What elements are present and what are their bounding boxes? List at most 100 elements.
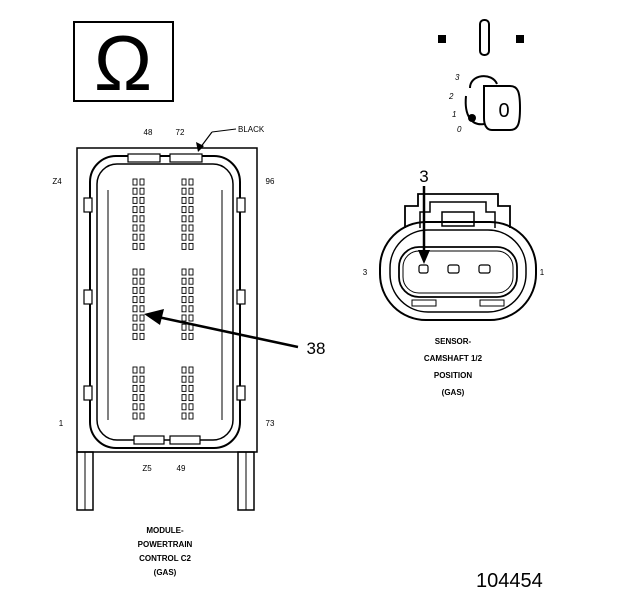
key-position-1: 1 — [452, 110, 456, 119]
sensor-caption-line-1: SENSOR- — [435, 337, 472, 346]
pin-cavity — [132, 314, 138, 322]
pin-cavity — [139, 375, 145, 383]
pin-cavity — [139, 412, 145, 420]
pin-cavity — [188, 224, 194, 232]
pin-cavity — [132, 366, 138, 374]
pin-cavity — [181, 286, 187, 294]
pin-callout-38: 38 — [307, 339, 326, 358]
pin-cavity — [181, 277, 187, 285]
sensor-side-label-3: 3 — [363, 268, 368, 277]
pin-cavity — [132, 196, 138, 204]
pin-cavity — [139, 286, 145, 294]
caption-line-1: MODULE- — [146, 526, 184, 535]
pin-cavity — [132, 268, 138, 276]
pin-cavity — [188, 375, 194, 383]
pcm-connector-caption: MODULE- POWERTRAIN CONTROL C2 (GAS) — [138, 526, 193, 577]
sensor-caption-line-2: CAMSHAFT 1/2 — [424, 354, 483, 363]
caption-line-4: (GAS) — [154, 568, 177, 577]
pcm-connector: BLACK 48 72 Z4 96 1 73 Z5 49 38 MODULE- … — [52, 125, 325, 577]
pin-cavity — [139, 332, 145, 340]
pin-cavity — [139, 242, 145, 250]
pin-cavity — [181, 196, 187, 204]
pin-cavity — [188, 233, 194, 241]
sensor-cavity-3 — [418, 264, 429, 274]
caption-line-3: CONTROL C2 — [139, 554, 191, 563]
pin-cavity — [181, 384, 187, 392]
pin-cavity — [188, 314, 194, 322]
pin-cavity — [181, 224, 187, 232]
pin-cavity — [132, 187, 138, 195]
pin-cavity — [139, 196, 145, 204]
connector-color-label: BLACK — [238, 125, 265, 134]
pin-cavity — [139, 277, 145, 285]
pin-cavity — [139, 296, 145, 304]
pin-label-z5: Z5 — [142, 464, 152, 473]
pin-cavity — [181, 394, 187, 402]
pin-cavity — [181, 215, 187, 223]
pin-cavity — [139, 187, 145, 195]
pin-cavity — [188, 296, 194, 304]
caption-line-2: POWERTRAIN — [138, 540, 193, 549]
pin-label-z4: Z4 — [52, 177, 62, 186]
pin-cavity — [132, 332, 138, 340]
sensor-cavity-1 — [478, 264, 491, 274]
sensor-side-label-1: 1 — [540, 268, 545, 277]
pin-cavity — [139, 394, 145, 402]
ohm-symbol: Ω — [94, 19, 152, 107]
key-position-3: 3 — [455, 73, 460, 82]
pin-label-72: 72 — [176, 128, 185, 137]
pin-cavity — [132, 277, 138, 285]
ohm-meter-icon: Ω — [73, 19, 174, 107]
pin-cavity — [181, 375, 187, 383]
pin-label-49: 49 — [177, 464, 186, 473]
pin-label-1: 1 — [59, 419, 64, 428]
pin-cavity — [181, 242, 187, 250]
sensor-cavity-2 — [447, 264, 460, 274]
pin-cavity — [181, 412, 187, 420]
pin-cavity — [132, 178, 138, 186]
pin-cavity — [188, 332, 194, 340]
sensor-caption-line-3: POSITION — [434, 371, 472, 380]
pin-cavity — [139, 206, 145, 214]
pin-cavity — [139, 323, 145, 331]
sensor-connector-caption: SENSOR- CAMSHAFT 1/2 POSITION (GAS) — [424, 337, 483, 397]
pin-cavity — [188, 384, 194, 392]
key-label: 0 — [498, 100, 509, 122]
pin-cavity — [188, 242, 194, 250]
sensor-caption-line-4: (GAS) — [442, 388, 465, 397]
pin-cavity — [132, 242, 138, 250]
ignition-key-switch-icon: 3 2 1 0 0 — [438, 19, 524, 134]
pin-cavity — [139, 314, 145, 322]
pin-cavity — [188, 286, 194, 294]
pin-cavity — [132, 224, 138, 232]
key-position-2: 2 — [448, 92, 454, 101]
pin-cavity — [181, 233, 187, 241]
pin-label-73: 73 — [266, 419, 275, 428]
pin-cavity — [188, 206, 194, 214]
pin-cavity — [181, 366, 187, 374]
pin-cavity — [181, 403, 187, 411]
sensor-pin-callout-3: 3 — [419, 167, 428, 186]
pin-cavity-grid — [132, 178, 194, 420]
pin-cavity — [139, 366, 145, 374]
pin-cavity — [188, 268, 194, 276]
pin-cavity — [188, 196, 194, 204]
pin-cavity — [181, 178, 187, 186]
key-position-0: 0 — [457, 125, 462, 134]
pin-cavity — [139, 178, 145, 186]
pin-cavity — [132, 206, 138, 214]
pin-cavity — [139, 268, 145, 276]
pin-cavity — [188, 178, 194, 186]
pin-cavity — [132, 394, 138, 402]
pin-cavity — [188, 277, 194, 285]
pin-cavity — [132, 384, 138, 392]
pin-cavity — [181, 305, 187, 313]
pin-cavity — [132, 403, 138, 411]
pin-cavity — [139, 403, 145, 411]
pin-cavity — [132, 233, 138, 241]
pin-cavity — [132, 375, 138, 383]
pin-cavity — [188, 187, 194, 195]
pin-cavity — [188, 412, 194, 420]
pin-cavity — [139, 224, 145, 232]
